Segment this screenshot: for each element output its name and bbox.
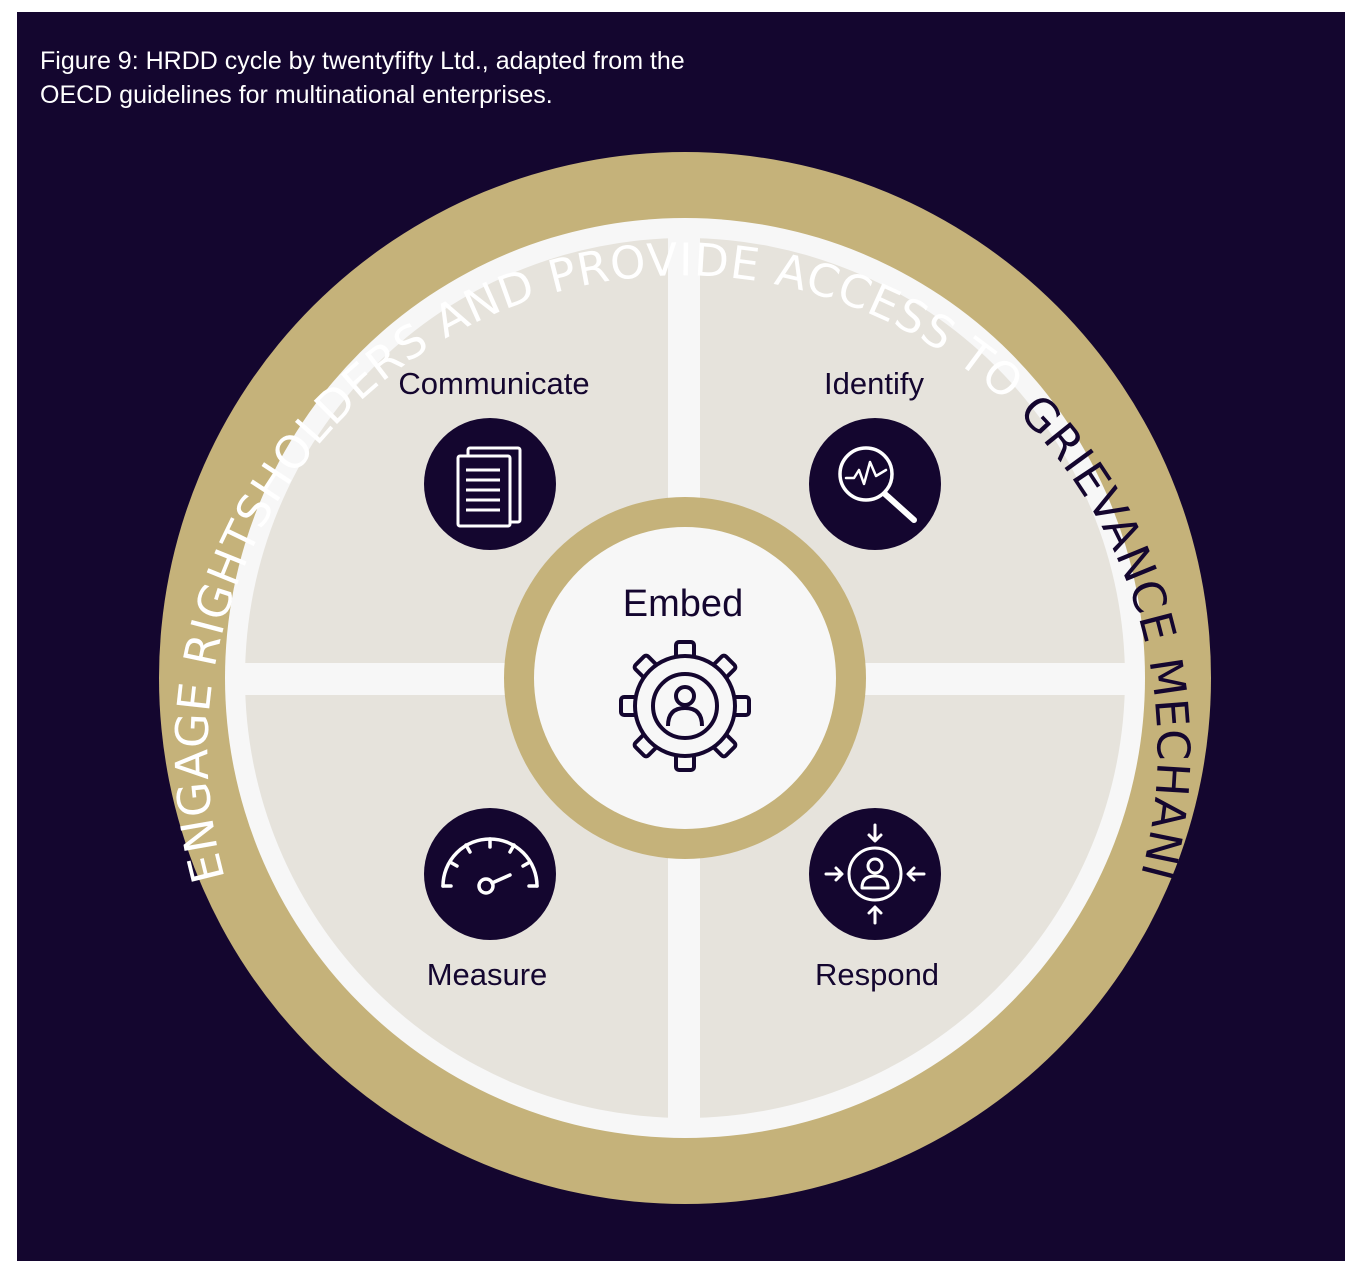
caption-line-2: OECD guidelines for multinational enterp… bbox=[40, 81, 553, 109]
gauge-icon bbox=[441, 837, 539, 895]
label-identify: Identify bbox=[824, 366, 924, 401]
label-measure: Measure bbox=[427, 957, 548, 992]
person-arrows-icon bbox=[824, 823, 926, 925]
gear-person-icon bbox=[619, 640, 751, 772]
center-label-embed: Embed bbox=[623, 583, 743, 625]
document-icon bbox=[456, 446, 522, 528]
figure-caption: Figure 9: HRDD cycle by twentyfifty Ltd.… bbox=[40, 44, 940, 112]
magnifier-chart-icon bbox=[838, 446, 917, 523]
caption-line-1: Figure 9: HRDD cycle by twentyfifty Ltd.… bbox=[40, 47, 685, 75]
label-communicate: Communicate bbox=[398, 366, 589, 401]
measure-icon-circle bbox=[424, 808, 556, 940]
label-respond: Respond bbox=[815, 957, 939, 992]
identify-icon-circle bbox=[809, 418, 941, 550]
